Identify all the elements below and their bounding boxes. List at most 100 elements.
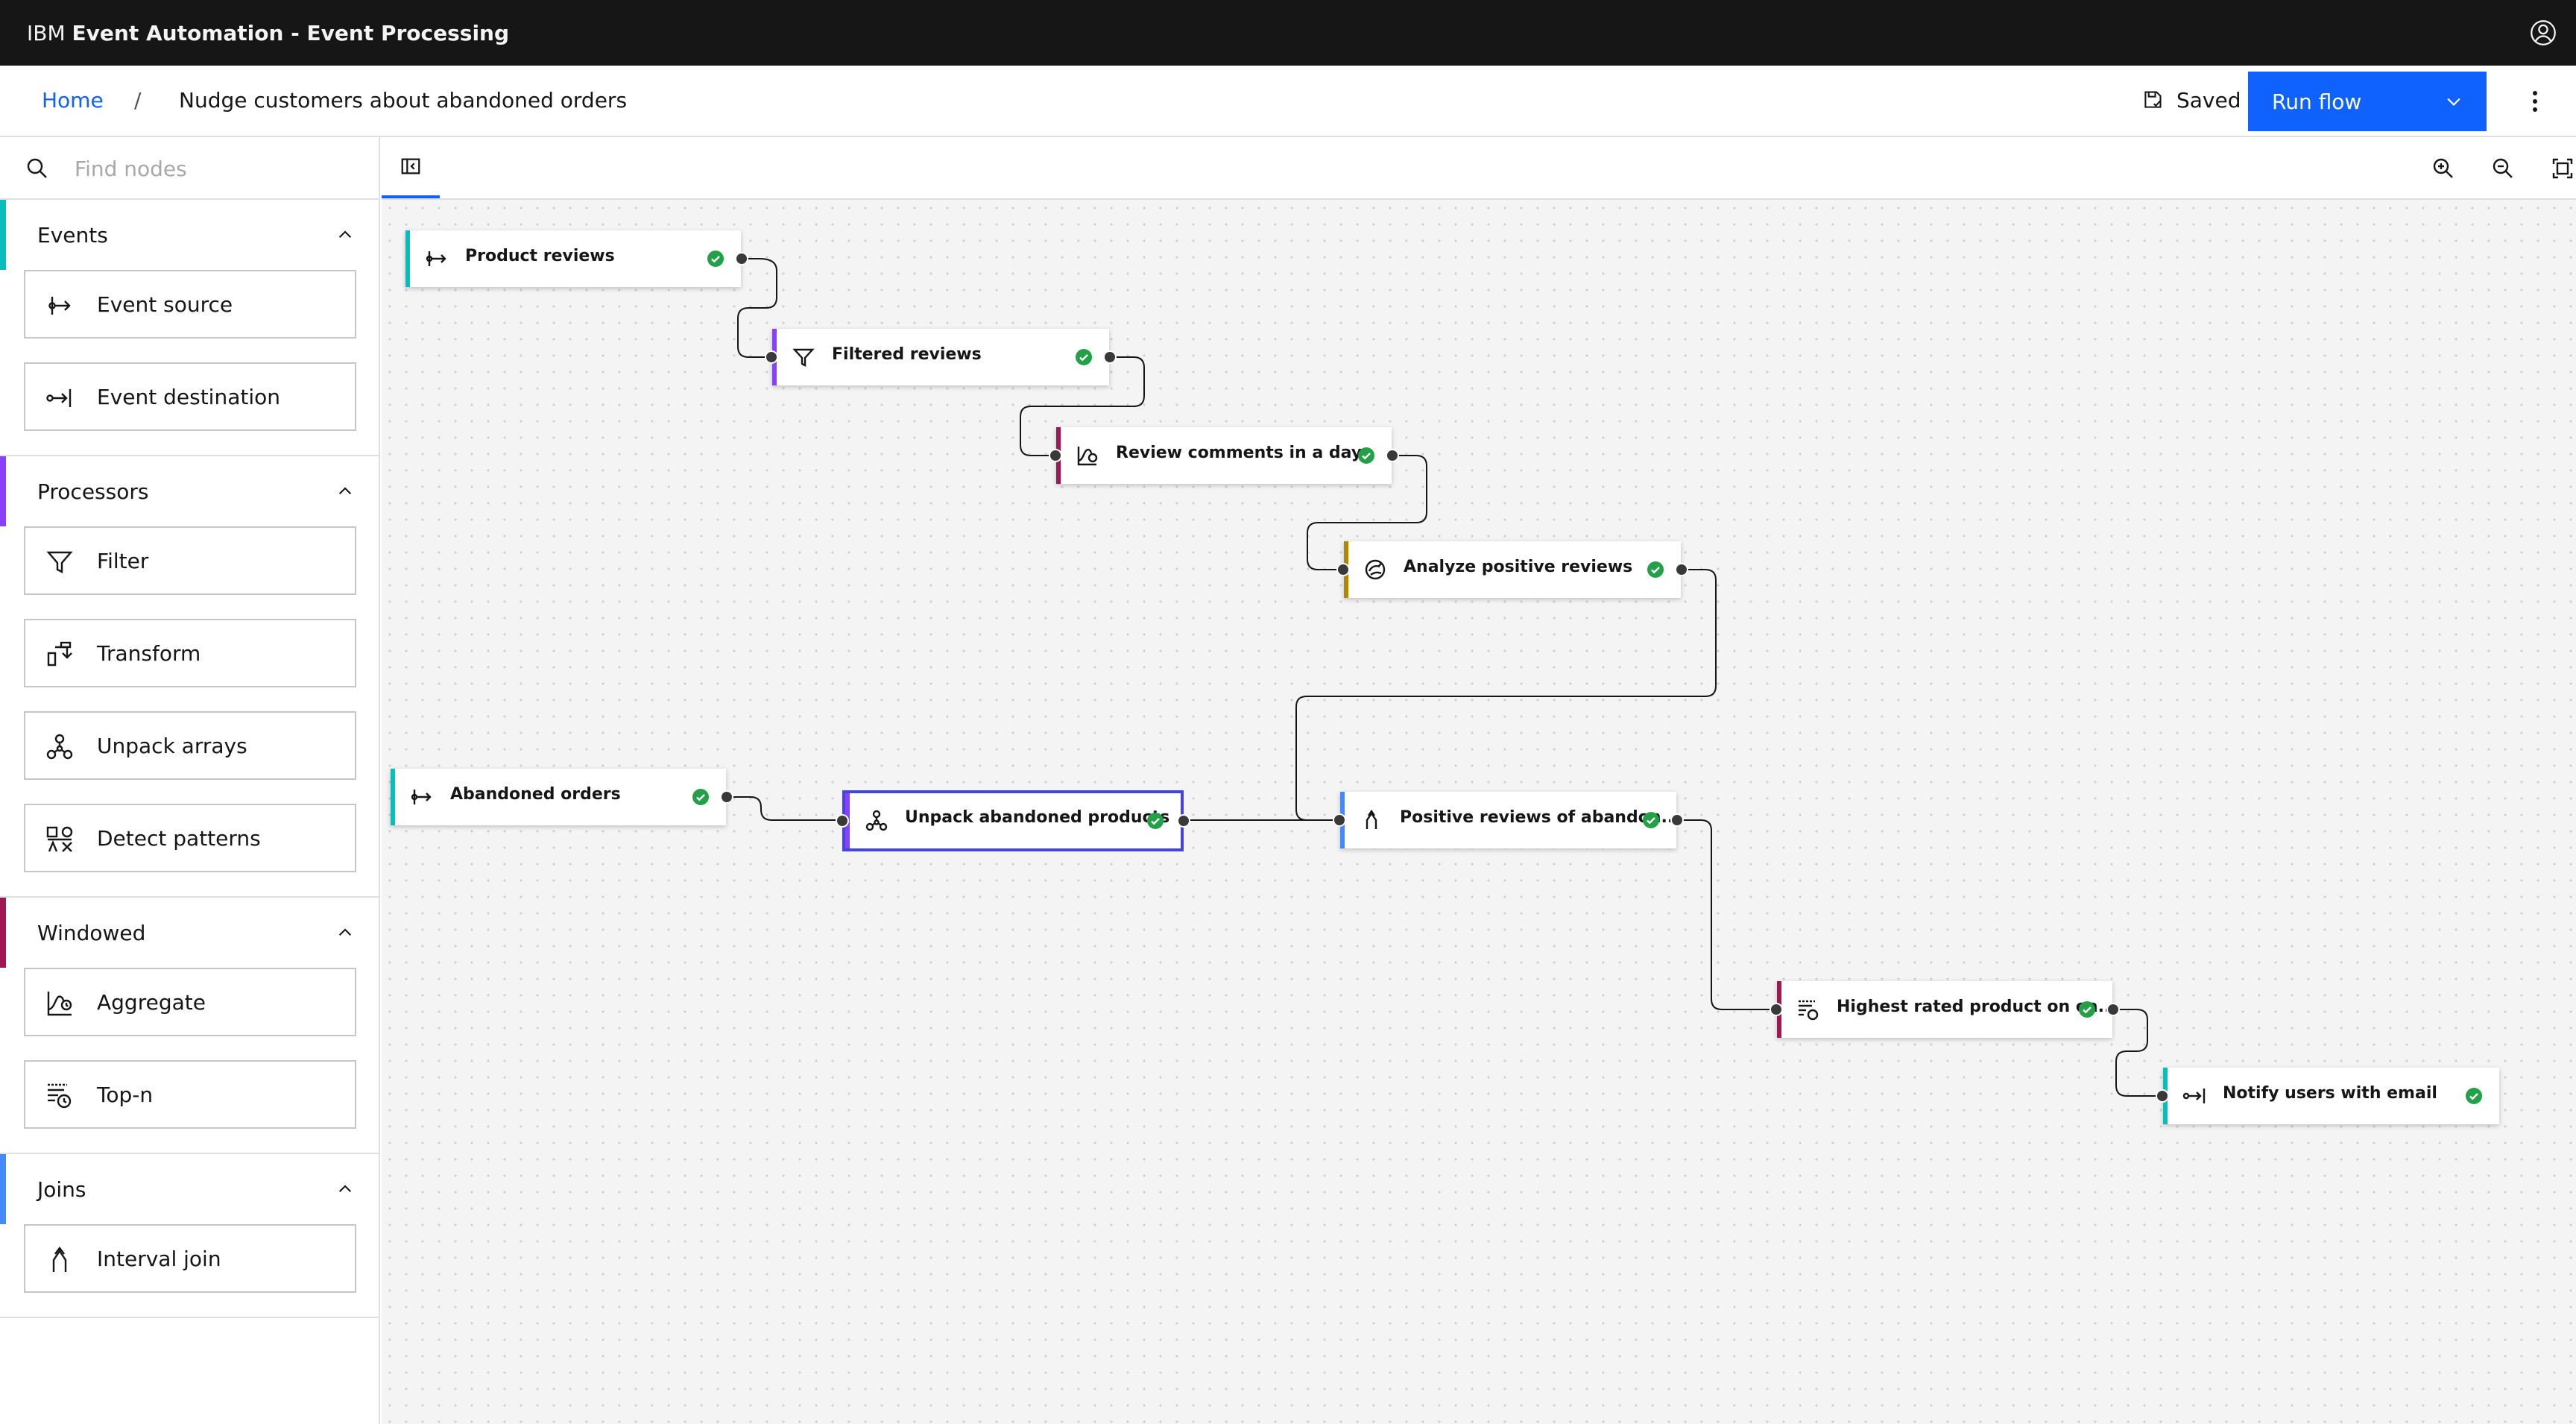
output-port[interactable] — [1675, 563, 1688, 576]
flow-node-filtered-reviews[interactable]: Filtered reviews — [765, 329, 1117, 385]
filter-icon — [792, 348, 815, 367]
aggregate-icon — [47, 992, 72, 1016]
user-avatar-icon — [2531, 20, 2556, 45]
palette-node-interval-join[interactable]: Interval join — [24, 1224, 356, 1293]
run-flow-label: Run flow — [2272, 89, 2362, 114]
chevron-up-icon[interactable] — [335, 482, 355, 501]
side-panel-icon — [401, 158, 420, 174]
toggle-palette-button[interactable] — [382, 137, 440, 198]
chevron-up-icon[interactable] — [335, 225, 355, 245]
category-items: Filter Transform Unpack arrays — [0, 526, 379, 872]
output-port[interactable] — [1386, 449, 1399, 462]
output-port[interactable] — [1103, 350, 1117, 364]
category-items: Aggregate Top-n — [0, 968, 379, 1129]
flow-node-abandoned-orders[interactable]: Abandoned orders — [391, 769, 733, 825]
brand-name[interactable]: IBM Event Automation - Event Processing — [27, 21, 509, 45]
palette-node-label: Interval join — [97, 1246, 221, 1271]
overflow-menu-button[interactable] — [2512, 78, 2558, 125]
category-header-processors[interactable]: Processors — [0, 456, 379, 526]
palette-node-filter[interactable]: Filter — [24, 526, 356, 595]
palette-category-joins: Joins Interval join — [0, 1154, 379, 1318]
palette-node-label: Filter — [97, 548, 149, 573]
palette-node-detect-patterns[interactable]: Detect patterns — [24, 804, 356, 872]
flow-node-notify-users-with-email[interactable]: Notify users with email — [2156, 1068, 2499, 1124]
palette-node-label: Top-n — [97, 1082, 154, 1107]
zoom-in-icon — [2433, 158, 2453, 178]
palette-node-label: Event destination — [97, 384, 280, 409]
breadcrumb-separator: / — [134, 88, 142, 113]
overflow-menu-icon — [2533, 91, 2537, 112]
unpack-arrays-icon — [46, 734, 73, 760]
input-port[interactable] — [1336, 563, 1350, 576]
palette-category-windowed: Windowed Aggregate Top-n — [0, 898, 379, 1154]
output-port[interactable] — [720, 790, 733, 804]
event-source-icon — [48, 297, 71, 315]
input-port[interactable] — [2156, 1089, 2169, 1103]
node-label: Analyze positive reviews — [1404, 558, 1633, 576]
flow-node-product-reviews[interactable]: Product reviews — [405, 230, 748, 287]
canvas-toolbar — [382, 137, 2576, 200]
palette-node-aggregate[interactable]: Aggregate — [24, 968, 356, 1036]
filter-icon — [46, 551, 73, 573]
flow-node-positive-reviews-join[interactable]: Positive reviews of abandon... — [1333, 792, 1684, 848]
input-port[interactable] — [1770, 1003, 1783, 1016]
flow-node-review-comments-in-a-day[interactable]: Review comments in a day — [1049, 427, 1399, 484]
palette-node-event-source[interactable]: Event source — [24, 270, 356, 338]
zoom-in-button[interactable] — [2425, 151, 2461, 186]
node-palette: Events Event source Event destination — [0, 137, 380, 1424]
success-check-icon — [1358, 447, 1374, 464]
run-flow-button[interactable]: Run flow — [2248, 72, 2487, 131]
chevron-up-icon[interactable] — [335, 1179, 355, 1199]
saved-status: Saved — [2142, 85, 2241, 115]
breadcrumb-home-link[interactable]: Home — [42, 88, 104, 113]
flow-node-highest-rated-product[interactable]: Highest rated product on ea... — [1770, 981, 2120, 1038]
zoom-out-button[interactable] — [2485, 151, 2521, 186]
input-port[interactable] — [1049, 449, 1062, 462]
unpack-arrays-icon — [865, 810, 888, 831]
palette-node-top-n[interactable]: Top-n — [24, 1060, 356, 1129]
output-port[interactable] — [735, 252, 748, 265]
connection-abandoned-to-unpack — [727, 796, 844, 821]
connection-join-to-topn — [1677, 819, 1776, 1010]
node-label: Highest rated product on ea... — [1837, 998, 2117, 1016]
palette-node-label: Transform — [97, 640, 201, 666]
category-header-events[interactable]: Events — [0, 200, 379, 270]
flow-node-unpack-abandoned-products[interactable]: Unpack abandoned products — [836, 790, 1190, 851]
palette-node-event-destination[interactable]: Event destination — [24, 362, 356, 431]
chevron-up-icon[interactable] — [335, 923, 355, 942]
page-title: Nudge customers about abandoned orders — [179, 88, 628, 113]
event-source-icon — [426, 251, 446, 266]
success-check-icon — [692, 789, 709, 805]
flow-connections — [727, 258, 2162, 1097]
output-port[interactable] — [2106, 1003, 2120, 1016]
category-color-bar — [0, 200, 6, 270]
category-color-bar — [0, 456, 6, 526]
fit-to-screen-icon — [2552, 158, 2573, 179]
flow-canvas[interactable]: Product reviews Filtered reviews Review … — [382, 200, 2576, 1424]
input-port[interactable] — [1333, 813, 1346, 827]
flow-node-analyze-positive-reviews[interactable]: Analyze positive reviews — [1336, 541, 1688, 598]
event-destination-icon — [2182, 1089, 2206, 1103]
success-check-icon — [1076, 349, 1092, 365]
save-status-icon — [2144, 91, 2162, 108]
chevron-down-icon[interactable] — [2443, 91, 2464, 112]
detect-patterns-icon — [46, 826, 73, 852]
brand-ibm: IBM — [27, 20, 66, 45]
user-profile-button[interactable] — [2521, 10, 2566, 55]
category-header-joins[interactable]: Joins — [0, 1154, 379, 1224]
category-items: Event source Event destination — [0, 270, 379, 431]
search-input[interactable] — [75, 152, 365, 185]
palette-node-unpack-arrays[interactable]: Unpack arrays — [24, 711, 356, 780]
category-header-windowed[interactable]: Windowed — [0, 898, 379, 968]
palette-node-label: Aggregate — [97, 989, 206, 1015]
input-port[interactable] — [765, 350, 778, 364]
input-port[interactable] — [836, 814, 849, 828]
output-port[interactable] — [1177, 814, 1190, 828]
palette-node-label: Detect patterns — [97, 825, 261, 851]
top-n-icon — [48, 1083, 72, 1109]
node-label: Filtered reviews — [832, 345, 982, 364]
output-port[interactable] — [1670, 813, 1684, 827]
palette-node-transform[interactable]: Transform — [24, 619, 356, 687]
fit-to-screen-button[interactable] — [2545, 151, 2576, 186]
ai-analyze-icon — [1365, 559, 1386, 580]
